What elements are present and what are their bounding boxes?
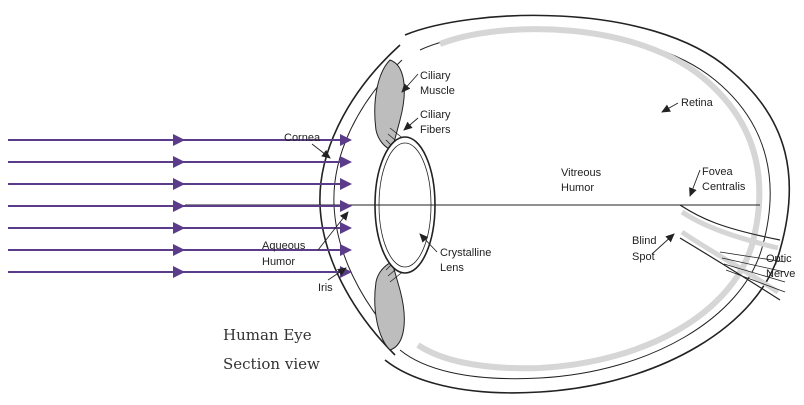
caption-line-1: Human Eye bbox=[223, 326, 312, 344]
light-ray-arrowhead bbox=[173, 200, 185, 212]
retina-band bbox=[418, 29, 759, 368]
label-blind-spot-1: Blind bbox=[632, 235, 656, 247]
label-aqueous-humor-2: Humor bbox=[262, 256, 295, 268]
label-blind-spot-2: Spot bbox=[632, 251, 655, 263]
light-ray-arrowhead bbox=[340, 244, 352, 256]
label-ciliary-muscle-1: Ciliary bbox=[420, 70, 451, 82]
label-optic-nerve-2: Nerve bbox=[766, 268, 795, 280]
label-retina: Retina bbox=[681, 97, 714, 109]
light-ray bbox=[8, 200, 352, 212]
light-ray-arrowhead bbox=[173, 178, 185, 190]
label-crystalline-lens-2: Lens bbox=[440, 262, 464, 274]
light-ray-arrowhead bbox=[340, 222, 352, 234]
light-ray bbox=[8, 178, 352, 190]
label-aqueous-humor-1: Aqueous bbox=[262, 240, 306, 252]
light-ray-arrowhead bbox=[340, 178, 352, 190]
light-ray bbox=[8, 156, 352, 168]
light-ray-arrowhead bbox=[173, 222, 185, 234]
leader-lines bbox=[312, 74, 700, 280]
label-fovea-centralis-2: Centralis bbox=[702, 181, 746, 193]
light-ray-arrowhead bbox=[340, 200, 352, 212]
label-iris: Iris bbox=[318, 282, 333, 294]
ciliary-body-top bbox=[375, 60, 405, 150]
light-ray-arrowhead bbox=[173, 244, 185, 256]
label-cornea: Cornea bbox=[284, 132, 321, 144]
label-optic-nerve-1: Optic bbox=[766, 253, 792, 265]
label-ciliary-fibers-2: Fibers bbox=[420, 124, 451, 136]
caption-line-2: Section view bbox=[223, 355, 320, 373]
light-ray-arrowhead bbox=[340, 266, 352, 278]
light-ray bbox=[8, 266, 352, 278]
label-crystalline-lens-1: Crystalline bbox=[440, 247, 491, 259]
light-ray bbox=[8, 222, 352, 234]
light-ray-arrowhead bbox=[173, 156, 185, 168]
light-ray-arrowhead bbox=[173, 266, 185, 278]
label-vitreous-humor-2: Humor bbox=[561, 182, 594, 194]
label-vitreous-humor-1: Vitreous bbox=[561, 167, 602, 179]
light-ray-arrowhead bbox=[340, 156, 352, 168]
light-rays bbox=[8, 134, 352, 278]
light-ray-arrowhead bbox=[340, 134, 352, 146]
label-ciliary-fibers-1: Ciliary bbox=[420, 109, 451, 121]
label-fovea-centralis-1: Fovea bbox=[702, 166, 733, 178]
light-ray-arrowhead bbox=[173, 134, 185, 146]
label-ciliary-muscle-2: Muscle bbox=[420, 85, 455, 97]
